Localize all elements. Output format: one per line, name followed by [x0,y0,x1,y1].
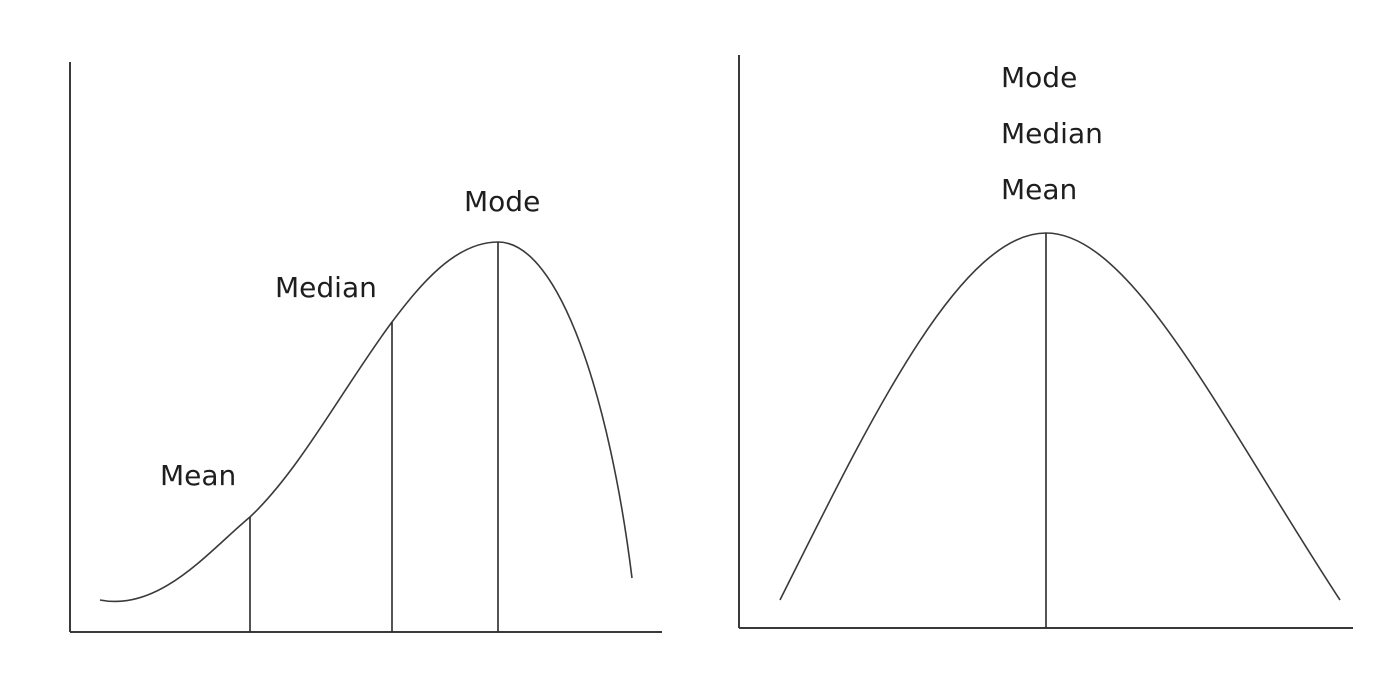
skewed-distribution-panel: Mean Median Mode [69,62,662,633]
mode-label: Mode [464,185,540,218]
skewed-distribution-curve [99,241,633,603]
median-label: Median [1001,117,1103,150]
median-label: Median [275,271,377,304]
mean-label: Mean [160,459,236,492]
mean-label: Mean [1001,173,1077,206]
symmetric-distribution-curve [779,232,1341,601]
mode-label: Mode [1001,61,1077,94]
symmetric-distribution-panel: Mode Median Mean [738,55,1353,629]
